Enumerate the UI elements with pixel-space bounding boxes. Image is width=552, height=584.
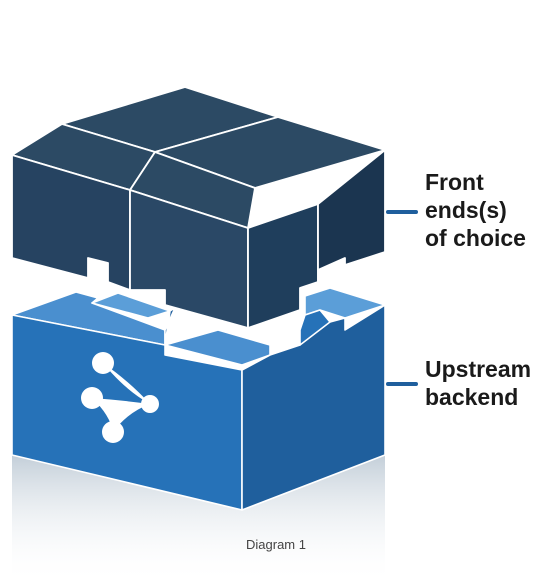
backend-notch-wall-2 (299, 309, 331, 346)
backend-top-center (164, 329, 271, 366)
backend-label: Upstream backend (425, 356, 532, 410)
frontend-label: Front ends(s) of choice (425, 169, 526, 251)
network-node-icon (81, 352, 159, 443)
backend-right-face (241, 304, 386, 511)
frontend-block (11, 86, 386, 329)
diagram-caption: Diagram 1 (246, 537, 306, 552)
backend-notch-wall-1 (164, 307, 176, 346)
frontend-right-face-far (317, 149, 386, 283)
reflection (12, 455, 385, 584)
